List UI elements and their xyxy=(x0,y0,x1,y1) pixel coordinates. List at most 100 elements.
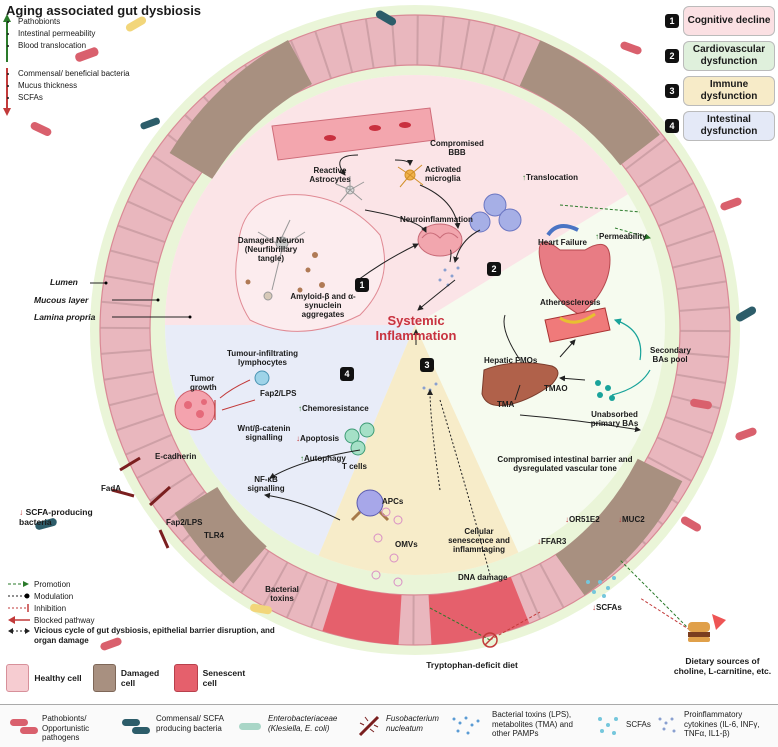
systemic-inflammation-line2: Inflammation xyxy=(376,328,457,343)
microglia-icon xyxy=(397,164,424,188)
decrease-arrow-icon xyxy=(3,68,11,116)
label-wnt: Wnt/β-catenin signalling xyxy=(237,424,291,442)
immune-cells-icon xyxy=(469,193,522,233)
artery-icon xyxy=(544,307,611,343)
outcome-1: 1 Cognitive decline xyxy=(665,6,775,36)
label-damaged-neuron: Damaged Neuron (Neurfibrillary tangle) xyxy=(237,236,305,263)
food-icon xyxy=(688,614,726,642)
region-immune xyxy=(300,325,540,575)
outcome-number: 1 xyxy=(665,14,679,28)
label-apoptosis: ↓Apoptosis xyxy=(296,434,340,443)
outcome-2: 2 Cardiovascular dysfunction xyxy=(665,41,775,71)
healthy-cell-swatch xyxy=(6,664,30,692)
cell-legend: Healthy cell Damaged cell Senescent cell xyxy=(6,664,256,692)
fusobacterium-icon xyxy=(111,456,172,549)
damaged-cells-topright xyxy=(519,40,660,166)
region-number-2: 2 xyxy=(487,262,501,276)
label-dna-damage: DNA damage xyxy=(458,573,508,582)
label-e-cadherin: E-cadherin xyxy=(155,452,197,461)
cytokine-legend-icon xyxy=(658,717,676,733)
label-translocation: ↑Translocation xyxy=(522,173,579,182)
legend-inhibition: Inhibition xyxy=(8,603,67,613)
damaged-cells-right xyxy=(555,458,683,596)
layer-lamina: Lamina propria xyxy=(34,312,96,322)
t-cells-icon xyxy=(344,422,375,456)
bile-acids-icon xyxy=(595,380,615,401)
arrow-legend: Promotion Modulation Inhibition Blocked … xyxy=(8,578,278,646)
fusobacterium-legend-icon xyxy=(358,715,380,737)
legend-promotion: Promotion xyxy=(8,578,278,590)
outcome-list: 1 Cognitive decline 2 Cardiovascular dys… xyxy=(665,6,775,141)
commensal-icon xyxy=(122,719,150,734)
legend-senescent: Senescent cell xyxy=(202,668,246,688)
decrease-item: Commensal/ beneficial bacteria xyxy=(18,68,130,80)
label-heart-failure: Heart Failure xyxy=(538,238,587,247)
label-bacterial-toxins: Bacterial toxins xyxy=(265,585,299,603)
damaged-cells-left xyxy=(174,486,268,584)
page-title: Aging associated gut dysbiosis xyxy=(6,3,202,18)
label-tumor-infiltrating: Tumour-infiltrating lymphocytes xyxy=(227,349,298,367)
legend-blocked: Blocked pathway xyxy=(8,614,278,626)
label-tumor-growth: Tumor growth xyxy=(190,374,217,392)
increase-list: Pathobionts Intestinal permeability Bloo… xyxy=(8,16,95,52)
region-number-3: 3 xyxy=(420,358,434,372)
label-senescence: Cellular senescence and inflammaging xyxy=(448,527,510,554)
region-number-1: 1 xyxy=(355,278,369,292)
label-atherosclerosis: Atherosclerosis xyxy=(540,298,601,307)
outcome-number: 3 xyxy=(665,84,679,98)
label-dietary-choline: Dietary sources of choline, L-carnitine,… xyxy=(673,656,772,676)
label-bbb: Compromised BBB xyxy=(430,139,484,157)
outcome-number: 4 xyxy=(665,119,679,133)
label-autophagy: ↑Autophagy xyxy=(300,454,346,463)
damaged-cell-swatch xyxy=(92,664,116,692)
label-hepatic-fmos: Hepatic FMOs xyxy=(484,356,538,365)
label-nfkb: NF-κB signalling xyxy=(247,475,285,493)
label-scfas: ↓SCFAs xyxy=(592,603,622,612)
tryptophan-icon xyxy=(482,632,498,648)
outcome-label: Immune dysfunction xyxy=(683,76,775,106)
label-astrocytes: Reactive Astrocytes xyxy=(309,166,351,184)
footer-enterobacteriaceae: Enterobacteriaceae (Klesiella, E. coli) xyxy=(268,714,338,733)
decrease-list: Commensal/ beneficial bacteria Mucus thi… xyxy=(8,68,130,104)
astrocyte-icon xyxy=(335,176,365,203)
legend-healthy: Healthy cell xyxy=(34,673,82,683)
outcome-label: Intestinal dysfunction xyxy=(683,111,775,141)
lymphocyte-icon xyxy=(254,370,270,386)
label-tryptophan-diet: Tryptophan-deficit diet xyxy=(426,660,518,670)
senescent-cells-bottom xyxy=(322,583,402,645)
senescent-cells-bottom2 xyxy=(428,576,530,645)
legend-vicious-cycle: Vicious cycle of gut dysbiosis, epitheli… xyxy=(8,626,278,646)
increase-item: Blood translocation xyxy=(18,40,95,52)
footer-toxins: Bacterial toxins (LPS), metabolites (TMA… xyxy=(492,710,573,738)
blood-vessel-icon xyxy=(271,107,436,161)
layer-lumen: Lumen xyxy=(50,277,78,287)
footer-scfas: SCFAs xyxy=(626,720,651,729)
footer-legend: Pathobionts/ Opportunistic pathogens Com… xyxy=(0,704,778,747)
bacteria-scatter xyxy=(30,10,757,651)
footer-commensal: Commensal/ SCFA producing bacteria xyxy=(156,714,224,733)
footer-cytokines: Proinflammatory cytokines (IL-6, INFγ, T… xyxy=(684,710,760,738)
scfa-legend-icon xyxy=(598,717,618,735)
damaged-cells-topleft xyxy=(169,40,313,180)
pathobiont-icon xyxy=(10,719,38,734)
omv-icon xyxy=(371,507,403,587)
label-fada: FadA xyxy=(101,484,121,493)
label-omvs: OMVs xyxy=(395,540,418,549)
systemic-inflammation-line1: Systemic xyxy=(387,313,444,328)
senescent-cell-swatch xyxy=(174,664,198,692)
outcome-4: 4 Intestinal dysfunction xyxy=(665,111,775,141)
label-fap2-top: Fap2/LPS xyxy=(260,389,297,398)
amyloid-aggregates-icon xyxy=(245,252,325,293)
label-apcs: APCs xyxy=(382,497,404,506)
outcome-label: Cognitive decline xyxy=(683,6,775,36)
layer-pointer-lines xyxy=(90,281,192,319)
tumor-icon xyxy=(174,389,216,431)
label-secondary-bas: Secondary BAs pool xyxy=(650,346,691,364)
label-compromised-barrier: Compromised intestinal barrier and dysre… xyxy=(497,455,633,473)
footer-fusobacterium: Fusobacterium nucleatum xyxy=(386,714,439,733)
liver-icon xyxy=(481,362,559,407)
region-number-4: 4 xyxy=(340,367,354,381)
label-microglia: Activated microglia xyxy=(425,165,462,183)
footer-pathobionts: Pathobionts/ Opportunistic pathogens xyxy=(42,714,90,742)
